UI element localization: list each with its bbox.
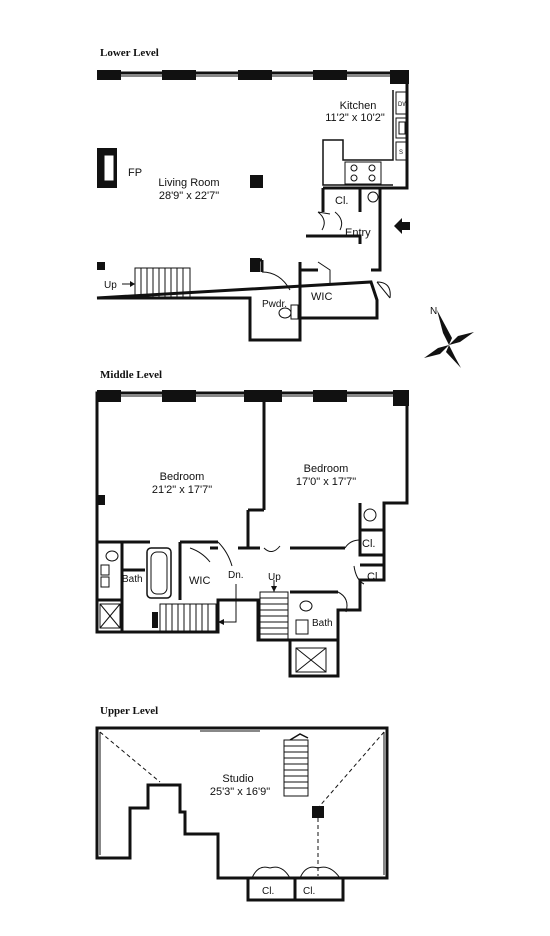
fireplace-label: FP: [128, 167, 142, 179]
middle-bath1-label: Bath: [122, 574, 143, 585]
middle-outer-wall: [95, 391, 409, 678]
compass-north-label: N: [430, 306, 437, 317]
middle-closet2-label: Cl.: [367, 571, 380, 583]
wic-label: WIC: [311, 291, 332, 303]
upper-closet1-label: Cl.: [262, 886, 274, 897]
kitchen-name: Kitchen: [340, 100, 377, 112]
shower-icon: [295, 647, 327, 673]
pier: [162, 70, 196, 80]
entry-arrow-icon: [394, 218, 410, 234]
column: [312, 806, 324, 818]
pier: [238, 70, 272, 80]
water-heater-icon: [363, 508, 377, 522]
middle-stairs-down-label: Dn.: [228, 570, 244, 581]
powder-room-label: Pwdr.: [262, 299, 287, 310]
bedroom1-name: Bedroom: [160, 471, 205, 483]
lower-level: Lower Level FP Living Room 28'9" x 22'7"…: [96, 47, 410, 342]
toilet-icon: [299, 600, 313, 612]
lower-level-title: Lower Level: [100, 47, 159, 59]
stove-icon: [344, 161, 382, 185]
kitchen-counter: [322, 90, 394, 186]
bedroom2-dims: 17'0" x 17'7": [296, 476, 356, 488]
slope-line: [99, 731, 161, 783]
bedroom1-dims: 21'2" x 17'7": [152, 484, 212, 496]
bathtub-icon: [146, 547, 172, 599]
dishwasher-label: DW: [398, 102, 408, 108]
lower-stairs-up-label: Up: [104, 280, 117, 291]
slope-line: [317, 731, 385, 809]
middle-stairs-down: [159, 584, 237, 633]
pier: [313, 70, 347, 80]
toilet-icon: [105, 550, 119, 562]
kitchen-dims: 11'2" x 10'2": [325, 112, 385, 124]
living-room-name: Living Room: [158, 177, 219, 189]
upper-closet2-label: Cl.: [303, 886, 315, 897]
pier: [97, 70, 121, 80]
closet-label: Cl.: [335, 195, 348, 207]
upper-outer-wall: [95, 726, 389, 902]
shower-icon: [99, 603, 121, 629]
studio-dims: 25'3" x 16'9": [210, 786, 270, 798]
middle-wic-label: WIC: [189, 575, 210, 587]
middle-level-title: Middle Level: [100, 369, 162, 381]
upper-stairs: [283, 733, 309, 797]
middle-stairs-up-label: Up: [268, 572, 281, 583]
studio-name: Studio: [222, 773, 253, 785]
entry-label: Entry: [345, 227, 371, 239]
living-room-dims: 28'9" x 22'7": [159, 190, 219, 202]
upper-level-title: Upper Level: [100, 705, 158, 717]
pier: [390, 70, 409, 84]
middle-level: Middle Level Bedroom 21'2" x 17'7" Bedro…: [95, 369, 409, 678]
middle-stairs-up: [259, 580, 289, 641]
sink-label: S: [399, 150, 403, 156]
middle-closet1-label: Cl.: [362, 538, 375, 550]
compass-rose: N: [424, 306, 474, 368]
water-heater-icon: [367, 191, 379, 203]
middle-bath2-label: Bath: [312, 618, 333, 629]
bedroom2-name: Bedroom: [304, 463, 349, 475]
column: [250, 175, 263, 188]
lower-stairs: [122, 267, 191, 299]
upper-level: Upper Level Studio 25'3" x 16'9": [95, 705, 389, 902]
